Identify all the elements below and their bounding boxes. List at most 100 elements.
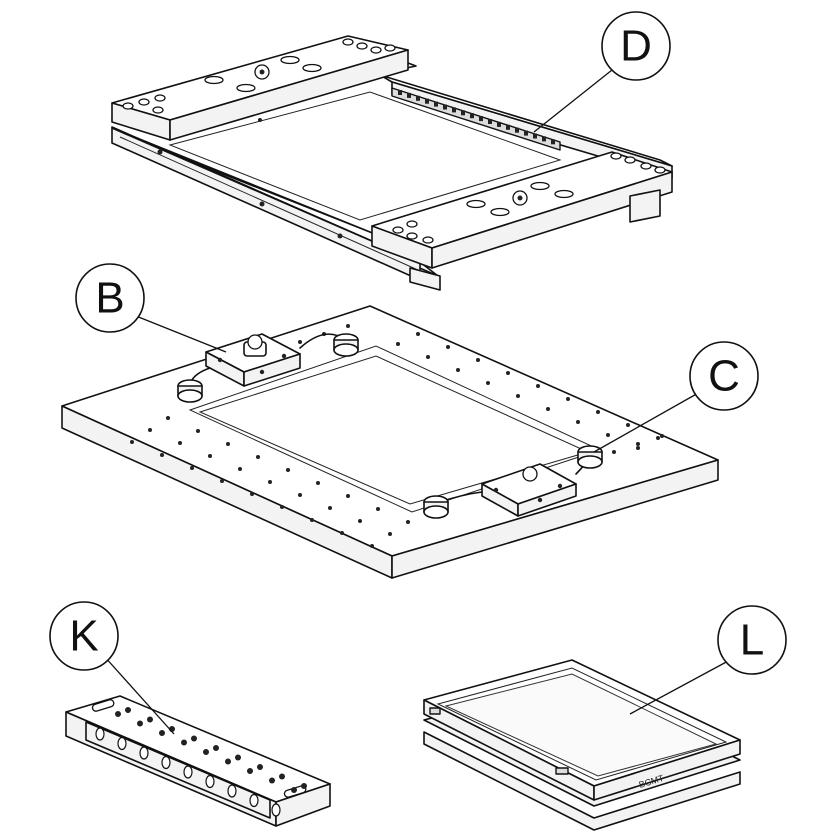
frame-assembly-d bbox=[111, 35, 673, 291]
plate-hole bbox=[280, 505, 284, 509]
rail-slot bbox=[497, 121, 501, 127]
bar-side-hole bbox=[249, 793, 259, 808]
bar-hole bbox=[225, 758, 231, 765]
bar-hole bbox=[125, 707, 131, 713]
plate-hole bbox=[346, 324, 350, 328]
clamp-module-c bbox=[423, 445, 603, 519]
plate-hole bbox=[130, 440, 134, 444]
bar-hole bbox=[279, 773, 285, 780]
bar-hole bbox=[257, 764, 263, 770]
tray-stack-l: BCMT bbox=[423, 659, 741, 831]
plate-hole bbox=[208, 454, 212, 458]
rail-slot bbox=[515, 127, 519, 133]
plate-hole bbox=[178, 441, 182, 445]
leader-k bbox=[103, 655, 175, 735]
plate-hole bbox=[546, 407, 550, 411]
plate-hole bbox=[446, 345, 450, 349]
frame-knob-right bbox=[512, 190, 528, 206]
bar-side-hole bbox=[95, 727, 105, 741]
plate-hole bbox=[340, 531, 344, 535]
plate-hole bbox=[660, 434, 664, 438]
bar-hole bbox=[191, 735, 197, 742]
rail-slot bbox=[470, 113, 474, 119]
rail-slot bbox=[533, 133, 537, 139]
plate-hole bbox=[370, 544, 374, 548]
plate-hole bbox=[396, 342, 400, 346]
leader-b bbox=[135, 315, 227, 353]
callout-l-circle bbox=[717, 605, 787, 675]
plate-hole-grid bbox=[130, 324, 664, 548]
rail-slot bbox=[542, 136, 546, 142]
plate-hole bbox=[250, 492, 254, 496]
plate-hole bbox=[358, 519, 362, 523]
plate-hole bbox=[456, 368, 460, 372]
plate-hole bbox=[196, 429, 200, 433]
bar-hole bbox=[181, 739, 187, 746]
rail-slot bbox=[398, 90, 402, 95]
leader-c bbox=[593, 391, 701, 453]
bar-side-hole bbox=[271, 803, 281, 817]
plate-hole bbox=[376, 507, 380, 511]
leader-d bbox=[533, 69, 613, 133]
bar-hole bbox=[213, 745, 219, 751]
plate-hole bbox=[566, 397, 570, 401]
plate-hole bbox=[536, 384, 540, 388]
plate-hole bbox=[160, 453, 164, 457]
bar-side-hole bbox=[183, 765, 193, 779]
plate-hole bbox=[516, 394, 520, 398]
rail-slot bbox=[479, 116, 483, 122]
plate-hole bbox=[310, 518, 314, 522]
clamp-bar-k bbox=[65, 695, 331, 827]
plate-hole bbox=[576, 420, 580, 424]
bar-side-hole bbox=[205, 774, 215, 789]
callout-b-circle bbox=[75, 263, 145, 333]
plate-hole bbox=[166, 416, 170, 420]
frame-knob-left bbox=[254, 64, 270, 80]
plate-hole bbox=[268, 480, 272, 484]
rail-slot bbox=[443, 104, 447, 110]
plate-hole bbox=[596, 410, 600, 414]
plate-hole bbox=[406, 520, 410, 524]
frame-slot-rail bbox=[391, 87, 561, 151]
plate-hole bbox=[226, 442, 230, 446]
rail-slot bbox=[425, 98, 429, 104]
bar-hole bbox=[269, 777, 275, 784]
plate-hole bbox=[256, 455, 260, 459]
bar-hole bbox=[247, 768, 253, 774]
plate-hole bbox=[190, 466, 194, 470]
callout-d-label: D bbox=[620, 22, 652, 71]
plate-hole bbox=[626, 423, 630, 427]
plate-hole bbox=[328, 506, 332, 510]
plate-hole bbox=[636, 442, 640, 446]
bar-hole bbox=[291, 787, 297, 793]
bar-hole bbox=[203, 749, 209, 755]
bar-hole bbox=[147, 716, 153, 723]
callout-k-label: K bbox=[69, 612, 98, 661]
rail-slot bbox=[488, 119, 492, 124]
rail-slot bbox=[407, 92, 411, 98]
plate-hole bbox=[506, 371, 510, 375]
plate-hole bbox=[486, 381, 490, 385]
callout-b-label: B bbox=[95, 274, 124, 323]
bar-hole-pattern bbox=[95, 707, 307, 817]
plate-hole bbox=[388, 532, 392, 536]
plate-hole bbox=[298, 493, 302, 497]
rail-slot bbox=[434, 101, 438, 107]
rail-slot bbox=[551, 139, 555, 145]
bar-hole bbox=[235, 754, 241, 761]
rail-slot bbox=[452, 107, 456, 113]
clamp-module-b bbox=[177, 333, 359, 403]
plate-hole bbox=[606, 433, 610, 437]
plate-hole bbox=[476, 358, 480, 362]
plate-hole bbox=[612, 450, 616, 454]
bar-hole bbox=[115, 711, 121, 717]
plate-hole bbox=[426, 355, 430, 359]
callout-l-label: L bbox=[740, 616, 764, 665]
bar-hole bbox=[159, 730, 165, 736]
callout-k-circle bbox=[49, 601, 119, 671]
frame-holes bbox=[122, 38, 666, 244]
bar-hole bbox=[301, 783, 307, 789]
plate-hole bbox=[298, 340, 302, 344]
bar-side-hole bbox=[161, 755, 171, 770]
